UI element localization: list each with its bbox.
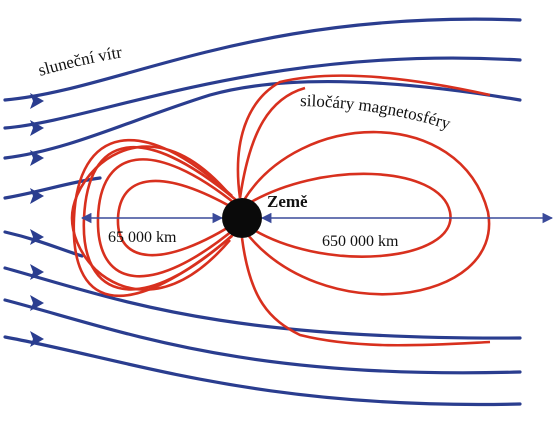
solar-wind-line — [3, 230, 84, 258]
field-line — [245, 172, 452, 258]
arrowhead-icon — [30, 150, 44, 166]
solar-wind-line — [3, 17, 522, 102]
dayside-distance-label: 65 000 km — [108, 229, 177, 246]
field-line — [240, 237, 491, 347]
arrowhead-icon — [30, 264, 44, 280]
earth-disc — [222, 198, 262, 238]
arrowhead-icon — [30, 331, 44, 347]
arrowhead-icon — [30, 93, 44, 109]
solar-wind-line — [3, 298, 522, 375]
earth-label: Země — [267, 192, 308, 211]
solar-wind-line — [3, 80, 522, 160]
solar-wind-line — [3, 56, 522, 130]
solar-wind-arrows — [30, 93, 44, 347]
nightside-distance-label: 650 000 km — [322, 233, 399, 250]
magnetopause-line — [70, 145, 231, 291]
arrowhead-icon — [30, 229, 44, 245]
arrowhead-icon — [30, 188, 44, 204]
field-line — [242, 130, 491, 296]
arrowhead-icon — [30, 295, 44, 311]
field-line — [236, 74, 491, 199]
arrowhead-icon — [30, 120, 44, 136]
solar-wind-line — [3, 266, 522, 340]
field-line — [238, 86, 306, 199]
solar-wind-lines — [3, 17, 522, 407]
solar-wind-label: sluneční vítr — [36, 42, 124, 79]
field-lines-label: siločáry magnetosféry — [300, 91, 453, 133]
solar-wind-line — [3, 335, 522, 407]
